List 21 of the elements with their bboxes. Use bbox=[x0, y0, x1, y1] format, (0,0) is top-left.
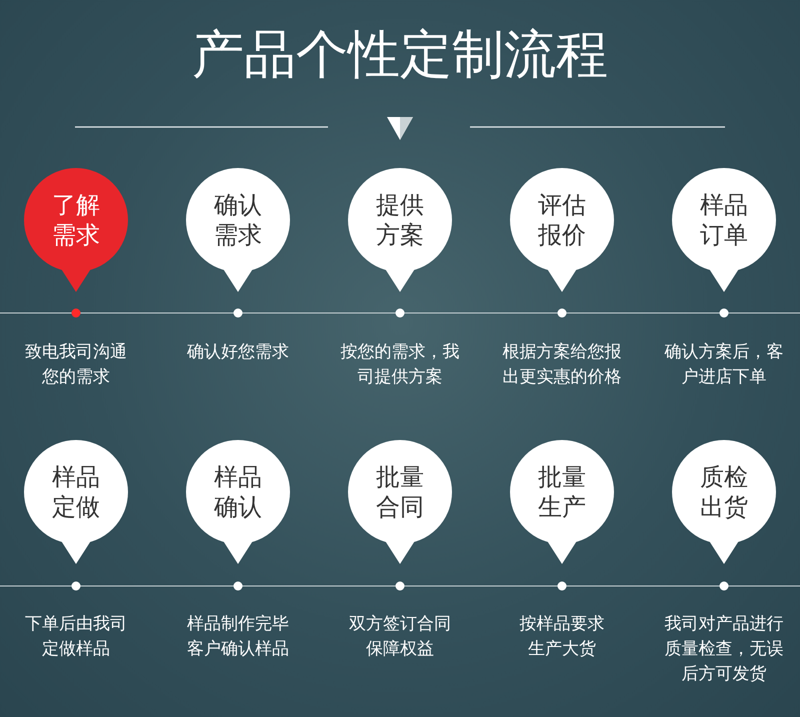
step-title: 提供方案 bbox=[375, 190, 425, 250]
step-description: 致电我司沟通您的需求 bbox=[24, 341, 128, 389]
step-description: 下单后由我司定做样品 bbox=[24, 613, 128, 661]
step-description: 样品制作完毕客户确认样品 bbox=[186, 613, 290, 661]
step-title: 批量合同 bbox=[375, 462, 425, 522]
step-title: 批量生产 bbox=[537, 462, 587, 522]
step-description: 根据方案给您报出更实惠的价格 bbox=[502, 341, 622, 389]
step-description: 双方签订合同保障权益 bbox=[348, 613, 452, 661]
step-title: 质检出货 bbox=[699, 462, 749, 522]
step-description: 按您的需求，我司提供方案 bbox=[340, 341, 460, 389]
step-description: 按样品要求生产大货 bbox=[518, 613, 606, 661]
step-description: 确认好您需求 bbox=[186, 341, 290, 364]
step-title: 确认需求 bbox=[213, 190, 263, 250]
step-title: 样品确认 bbox=[213, 462, 263, 522]
step-title: 了解需求 bbox=[51, 190, 101, 250]
title: 产品个性定制流程 bbox=[191, 24, 609, 87]
step-description: 我司对产品进行质量检查，无误后方可发货 bbox=[664, 613, 784, 686]
step-description: 确认方案后，客户进店下单 bbox=[664, 341, 784, 389]
step-title: 样品订单 bbox=[699, 190, 749, 250]
step-title: 样品定做 bbox=[51, 462, 101, 522]
step-title: 评估报价 bbox=[537, 190, 587, 250]
